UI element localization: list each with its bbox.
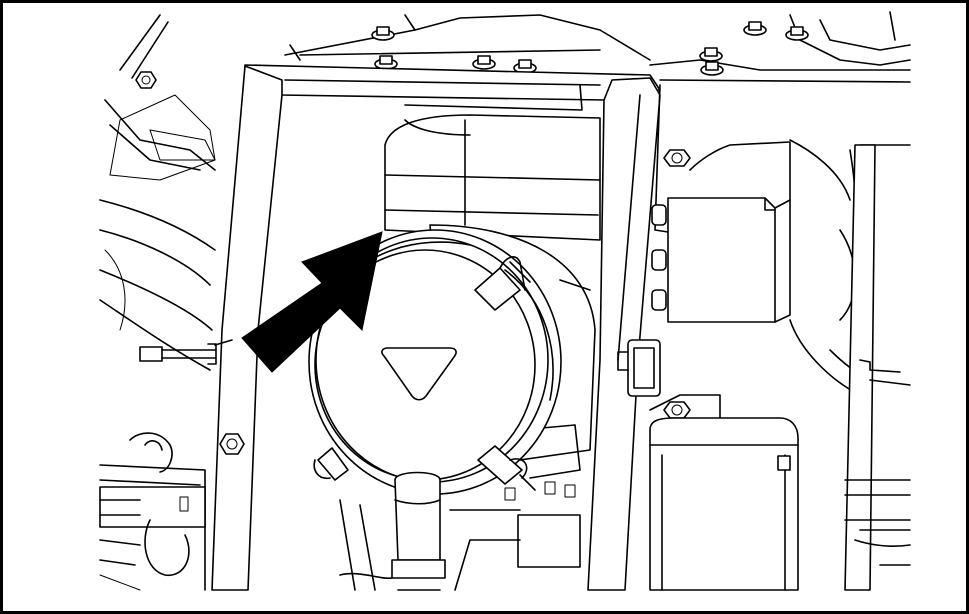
hex-bolt xyxy=(472,55,496,70)
left-machinery xyxy=(99,14,216,591)
battery-box xyxy=(649,417,799,591)
frame-bolt xyxy=(219,433,245,455)
lower-engine-parts xyxy=(339,481,581,591)
hex-bolt xyxy=(135,71,157,89)
lower-bolt xyxy=(663,401,691,419)
dust-valve xyxy=(391,471,446,591)
retaining-pin xyxy=(139,343,217,365)
callout-arrow xyxy=(241,231,383,373)
right-machinery xyxy=(617,84,911,591)
cover-latch xyxy=(313,447,349,481)
cover-emblem xyxy=(381,347,457,401)
hex-bolt xyxy=(785,26,809,41)
hose-clip xyxy=(617,339,661,397)
mounting-frame xyxy=(139,64,661,591)
hex-bolt xyxy=(371,26,395,41)
connector-block xyxy=(99,486,206,528)
hex-bolt xyxy=(699,47,723,62)
box-bolt xyxy=(651,204,667,311)
hex-bolt xyxy=(743,21,767,36)
control-box xyxy=(667,197,776,323)
cover-latch xyxy=(474,256,531,311)
cover-latch xyxy=(477,445,536,491)
panel-bolt xyxy=(663,149,691,167)
top-panel xyxy=(135,11,911,89)
hex-bolt xyxy=(700,61,724,76)
